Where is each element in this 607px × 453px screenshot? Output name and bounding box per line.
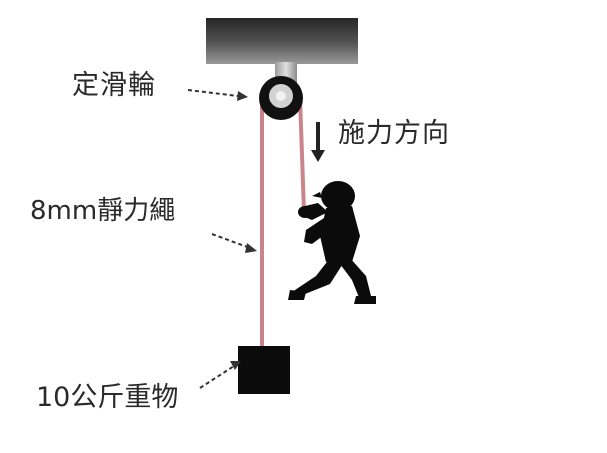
leader-pulley [187,89,239,97]
pulley-icon [259,76,303,120]
pull-direction-arrow-icon [311,122,325,162]
leader-rope-arrowhead [245,243,257,253]
weight-label: 10公斤重物 [36,382,179,413]
leader-weight-arrowhead [230,361,241,370]
leader-rope [211,233,251,249]
person-silhouette-icon [288,181,376,304]
weight-icon [238,346,290,394]
pulley-label: 定滑輪 [72,70,156,101]
pull-direction-label: 施力方向 [338,118,450,149]
leader-weight [199,365,235,389]
rope-right [298,97,306,213]
leader-pulley-arrowhead [237,91,248,101]
leader-lines [187,89,251,389]
rope-label: 8mm靜力繩 [30,196,176,226]
ceiling-mount [206,18,358,64]
